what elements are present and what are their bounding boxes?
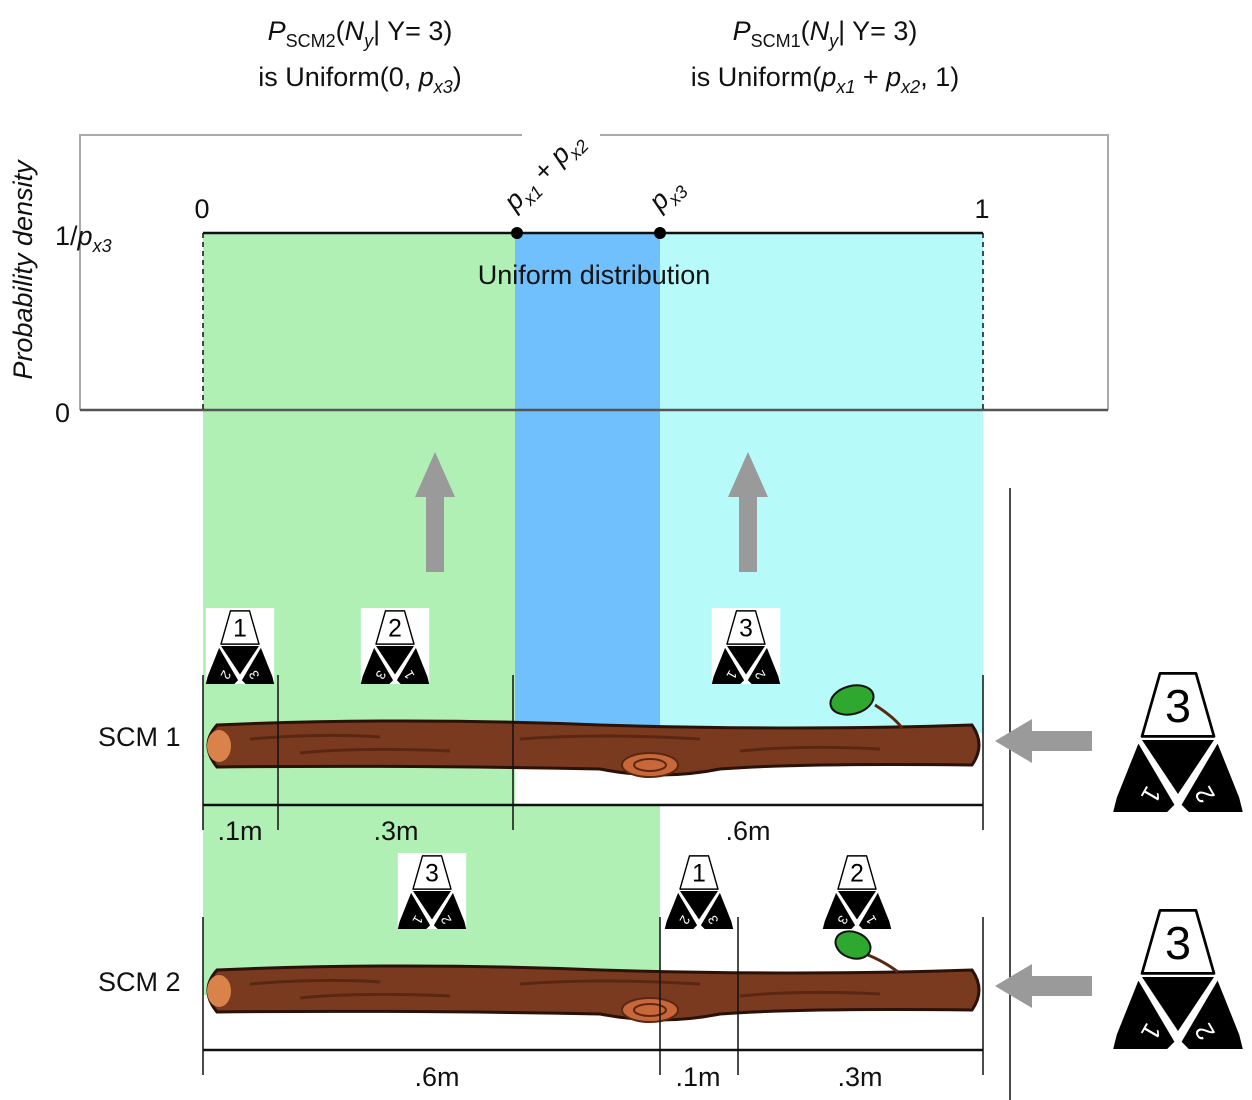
log-scm1	[206, 719, 981, 778]
scm1-segment-1: .1m	[217, 816, 262, 846]
scm1-segment-2: .3m	[373, 816, 418, 846]
scm2-measure	[202, 917, 984, 1075]
die-top-number: 1	[692, 861, 706, 888]
y-tick-zero: 0	[55, 398, 70, 428]
marker-dot-px1-px2	[511, 227, 523, 239]
title-right-line1: PSCM1(Ny| Y= 3)	[733, 16, 918, 51]
die-top-number: 3	[1165, 680, 1191, 732]
scm2-segment-1: .6m	[414, 1062, 459, 1092]
region-cyan-scm1-support	[660, 233, 983, 733]
y-tick-top: 1/px3	[55, 221, 112, 256]
die-top-number: 3	[1165, 917, 1191, 969]
scm1-label: SCM 1	[98, 722, 181, 752]
die-top-number: 1	[233, 616, 247, 643]
region-green-scm2-support	[203, 233, 515, 805]
x-tick-zero: 0	[194, 194, 209, 224]
scm2-label: SCM 2	[98, 967, 181, 997]
leaf-icon	[834, 930, 899, 974]
title-left-line1: PSCM2(Ny| Y= 3)	[268, 16, 453, 51]
die-top-number: 3	[425, 861, 439, 888]
region-blue-overlap	[515, 233, 660, 733]
up-arrow-icon	[415, 452, 455, 572]
scm1-segment-3: .6m	[725, 816, 770, 846]
scm2-segment-2: .1m	[675, 1062, 720, 1092]
die-top-number: 2	[850, 861, 864, 888]
log-scm2	[206, 964, 981, 1023]
title-right-line2: is Uniform(px1 + px2, 1)	[691, 62, 959, 97]
marker-dot-px3	[654, 227, 666, 239]
left-arrow-icon	[995, 964, 1092, 1008]
die-top-number: 3	[739, 616, 753, 643]
plot-frame	[79, 134, 1109, 410]
up-arrow-icon	[728, 452, 768, 572]
marker-label-px3: px3	[642, 171, 692, 221]
scm1-measure	[202, 675, 984, 830]
title-left-line2: is Uniform(0, px3)	[258, 62, 462, 97]
leaf-icon	[829, 684, 904, 729]
die-top-number: 2	[388, 616, 402, 643]
left-arrow-icon	[995, 719, 1092, 763]
marker-label-px1-px2: px1 + px2	[497, 125, 592, 220]
x-tick-one: 1	[974, 194, 989, 224]
y-axis-label: Probability density	[8, 159, 38, 380]
uniform-distribution-label: Uniform distribution	[478, 260, 711, 290]
scm2-segment-3: .3m	[837, 1062, 882, 1092]
